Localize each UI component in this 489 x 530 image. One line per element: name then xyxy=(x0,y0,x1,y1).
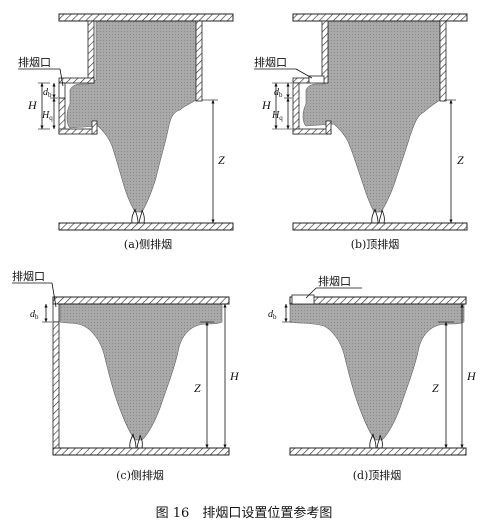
dim-H: H xyxy=(466,369,477,383)
right-wall xyxy=(195,20,203,102)
smoke-plume xyxy=(59,303,223,441)
smoke-plume xyxy=(289,303,465,441)
upper-wall xyxy=(321,20,329,84)
panel-c: 排烟口 db Z H (c)侧排烟 xyxy=(12,269,240,482)
ledge-top xyxy=(58,77,95,84)
vent-label: 排烟口 xyxy=(18,55,51,69)
figure-caption: 图 16 排烟口设置位置参考图 xyxy=(156,505,333,521)
panel-b: 排烟口 H db Hq Z (b)顶排烟 xyxy=(254,13,468,251)
dim-H: H xyxy=(229,369,240,383)
floor xyxy=(292,222,468,231)
ceiling xyxy=(292,13,468,22)
lip-end xyxy=(91,120,98,135)
dim-db: db xyxy=(274,87,283,99)
vent-opening xyxy=(291,294,315,305)
panel-caption: (a)侧排烟 xyxy=(124,237,172,251)
panel-caption: (b)顶排烟 xyxy=(351,237,400,251)
dim-db: db xyxy=(268,309,277,321)
ceiling xyxy=(289,296,467,305)
left-wall xyxy=(52,321,60,449)
lip xyxy=(58,128,98,135)
dim-Hq: Hq xyxy=(271,110,283,122)
upper-wall xyxy=(87,20,95,84)
vent-label: 排烟口 xyxy=(318,274,351,288)
lip xyxy=(292,128,332,135)
dim-Hq: Hq xyxy=(41,110,53,122)
dim-Z: Z xyxy=(194,381,201,395)
smoke-plume xyxy=(66,20,197,213)
panel-caption: (c)侧排烟 xyxy=(116,468,164,482)
fire-icon xyxy=(131,208,145,224)
floor xyxy=(52,447,230,456)
vent-label: 排烟口 xyxy=(254,55,287,69)
floor xyxy=(58,222,234,231)
fire-icon xyxy=(369,433,383,449)
lip-end xyxy=(325,120,332,135)
dim-Z: Z xyxy=(457,153,464,167)
vent-wall xyxy=(292,82,300,135)
dim-Z: Z xyxy=(432,381,439,395)
dim-db: db xyxy=(30,309,39,321)
right-wall xyxy=(439,20,447,102)
vent-opening xyxy=(58,82,66,99)
panel-d: 排烟口 db Z H (d)顶排烟 xyxy=(268,274,477,482)
panel-caption: (d)顶排烟 xyxy=(353,468,402,482)
dim-db: db xyxy=(43,87,52,99)
floor xyxy=(289,447,467,456)
ceiling xyxy=(52,296,230,305)
panel-a: 排烟口 H db Hq Z (a)侧排烟 xyxy=(18,13,234,251)
vent-label: 排烟口 xyxy=(12,269,45,283)
smoke-plume xyxy=(302,20,441,213)
vent-opening xyxy=(308,75,325,84)
dim-H: H xyxy=(27,98,38,112)
dim-H: H xyxy=(261,98,272,112)
ceiling xyxy=(58,13,234,22)
fire-icon xyxy=(371,208,385,224)
ledge-top xyxy=(292,77,310,84)
dim-Z: Z xyxy=(218,153,225,167)
fire-icon xyxy=(129,433,143,449)
